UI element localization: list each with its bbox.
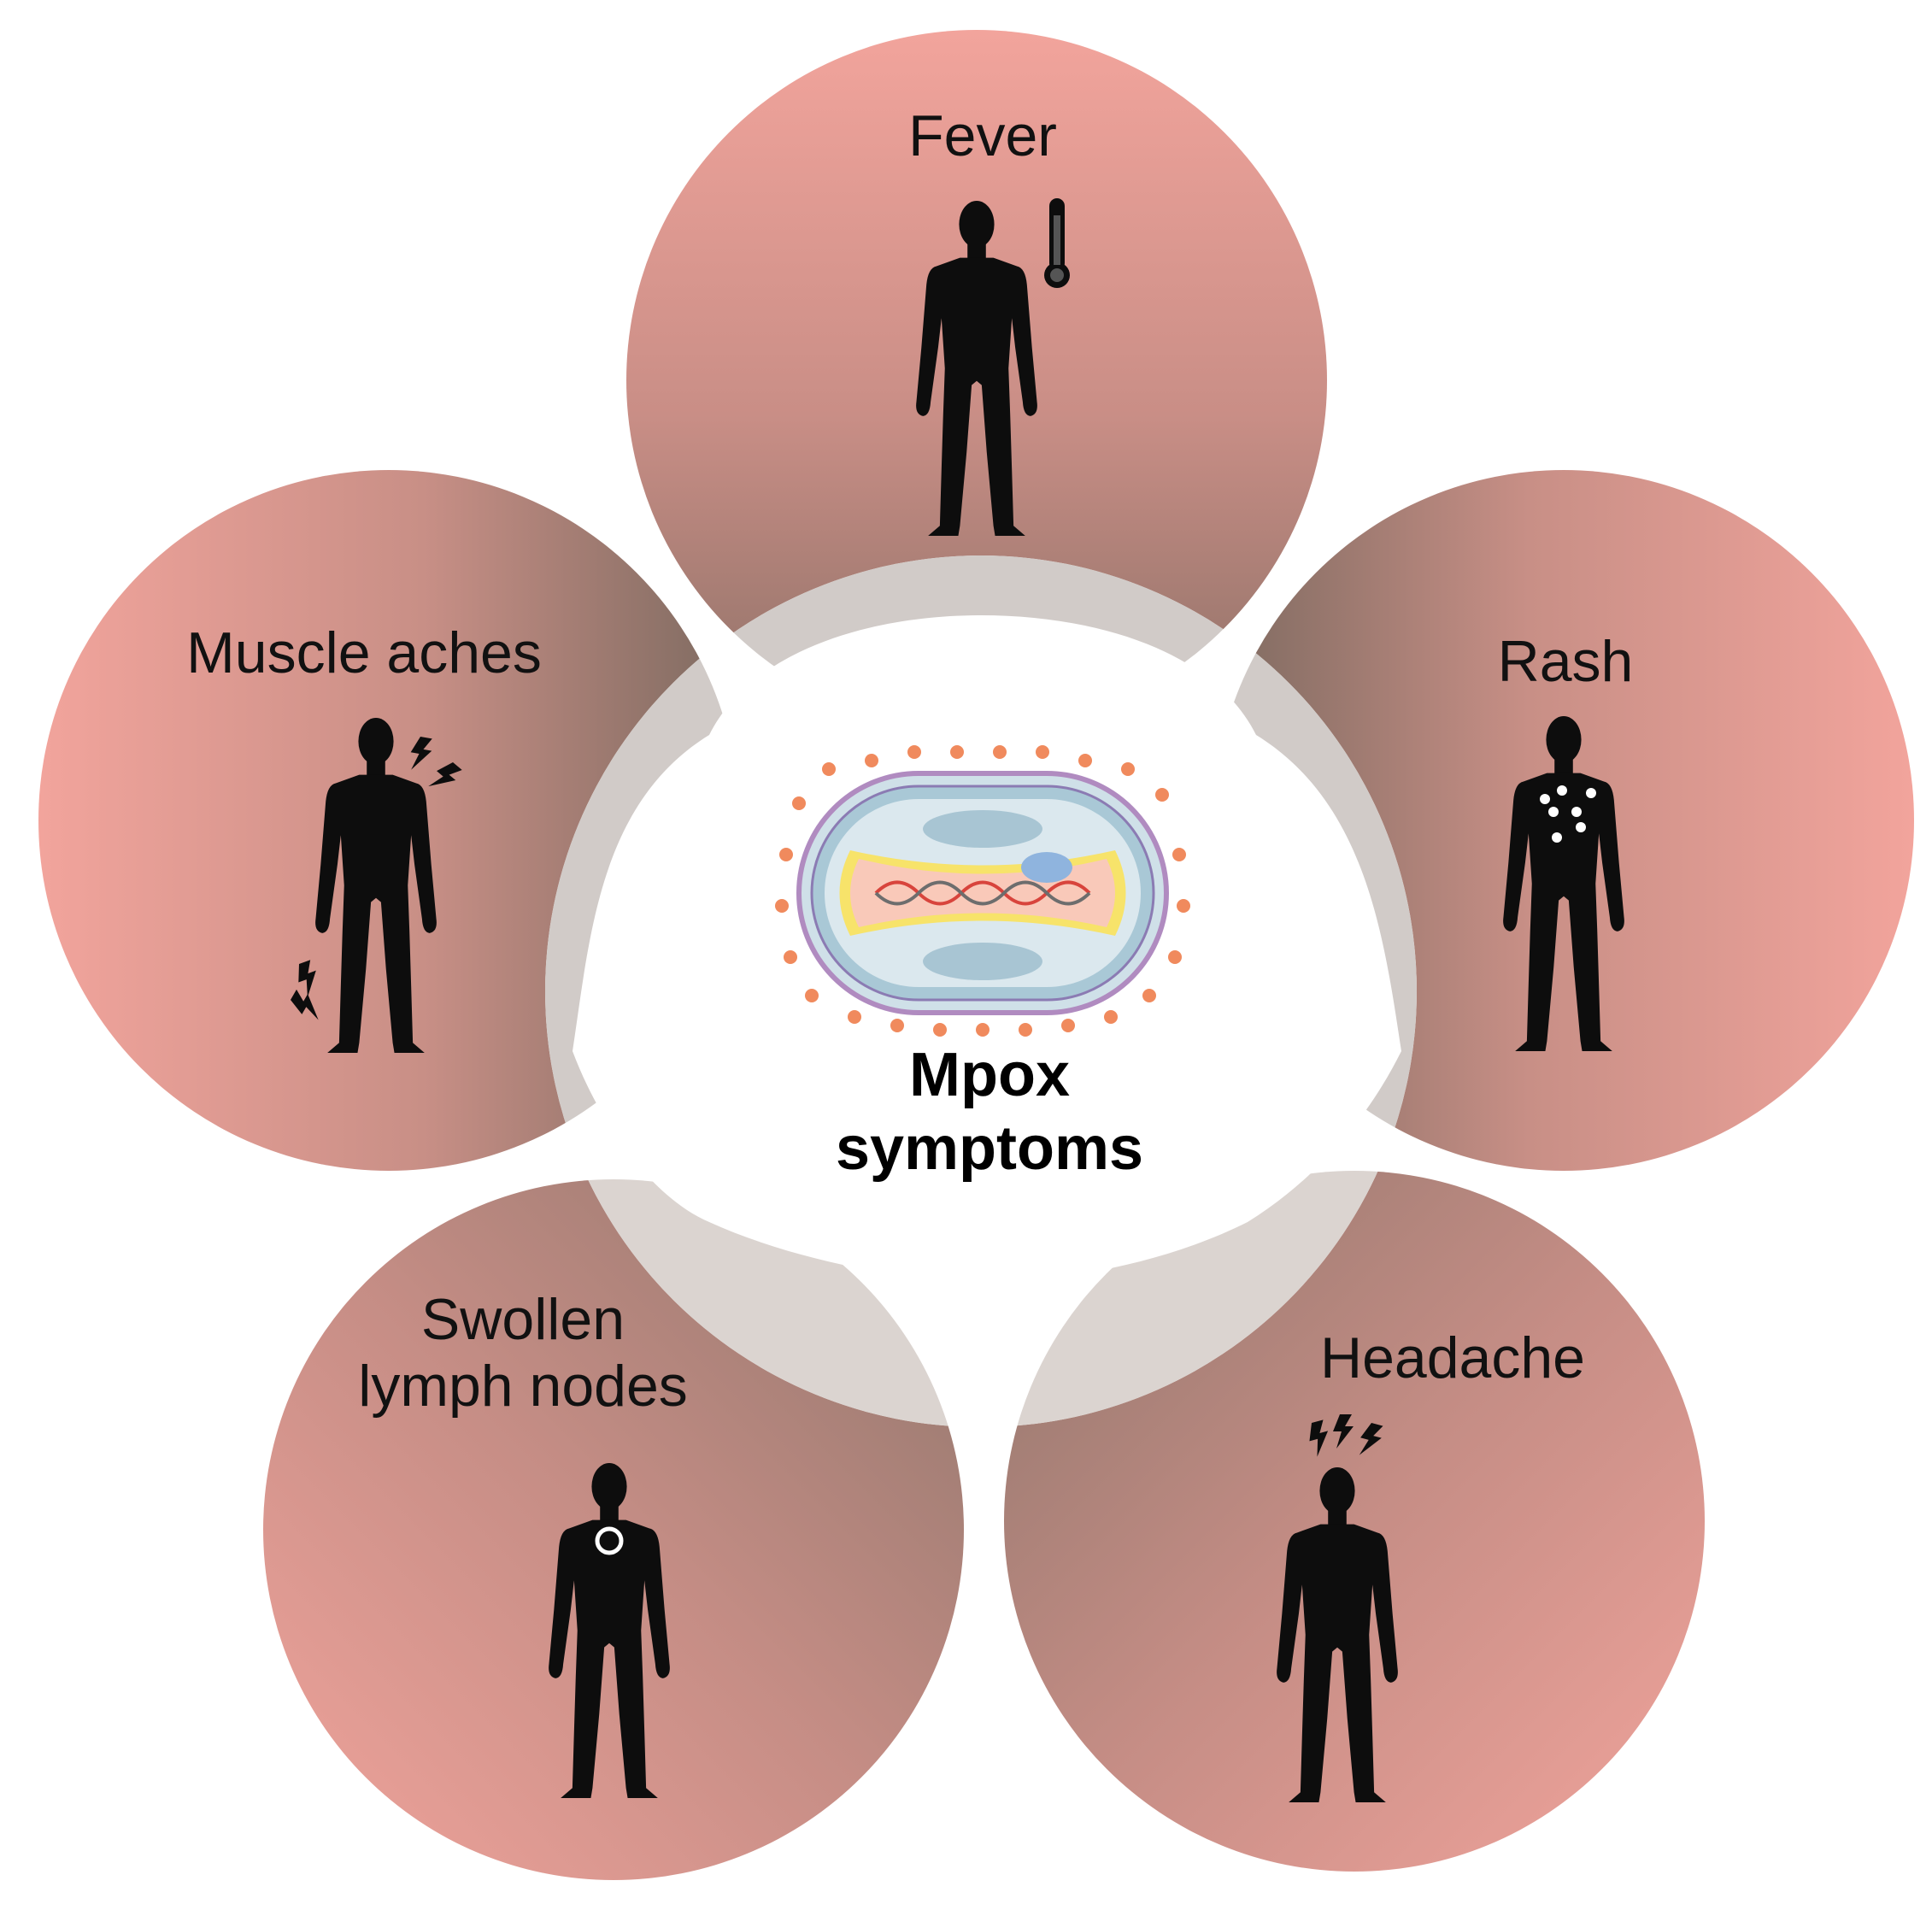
symptom-label-headache: Headache (1320, 1325, 1585, 1391)
muscle-aches-label: Muscle aches (186, 620, 542, 685)
symptom-label-swollen-lymph-nodes: Swollen lymph nodes (358, 1286, 688, 1419)
mpox-virus-icon (775, 745, 1190, 1037)
center-title-line1: Mpox (909, 1041, 1070, 1109)
center-title-line2: symptoms (835, 1114, 1144, 1184)
center-title: Mpox symptoms (836, 1038, 1143, 1186)
thermometer-icon (1044, 198, 1070, 288)
rash-spots-icon (1540, 785, 1596, 843)
fever-label: Fever (908, 103, 1057, 168)
headache-label: Headache (1319, 1325, 1586, 1390)
symptom-label-fever: Fever (908, 103, 1057, 169)
lymph-label-line1: Swollen (420, 1287, 625, 1352)
lymph-node-ring-icon (595, 1526, 624, 1555)
symptom-label-rash: Rash (1498, 628, 1634, 695)
rash-label: Rash (1497, 629, 1634, 694)
symptom-label-muscle-aches: Muscle aches (186, 620, 542, 686)
lymph-label-line2: lymph nodes (358, 1354, 688, 1419)
